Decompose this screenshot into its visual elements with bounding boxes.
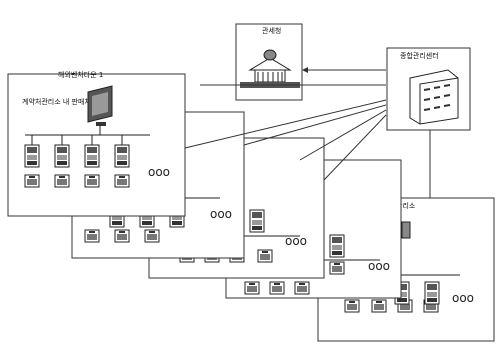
site-sub-label: 계약처관리소 내 판매처 [22,97,91,106]
site-label: 해외벤처타운 1 [58,70,103,79]
site-panel-1: 해외벤처타운 1 계약처관리소 내 판매처 ooo [8,70,185,216]
hq-label: 관세청 [262,26,281,35]
hq-box: 관세청 [236,24,302,100]
more-indicator: ooo [368,259,390,273]
more-indicator: ooo [452,291,474,305]
center-label: 종합관리센터 [400,51,439,60]
management-center-box: 종합관리센터 [387,48,470,130]
more-indicator: ooo [210,207,232,221]
management-center-building-icon [410,70,458,124]
more-indicator: ooo [285,234,307,248]
server-monitor-icon [402,222,410,238]
more-indicator: ooo [148,165,170,179]
